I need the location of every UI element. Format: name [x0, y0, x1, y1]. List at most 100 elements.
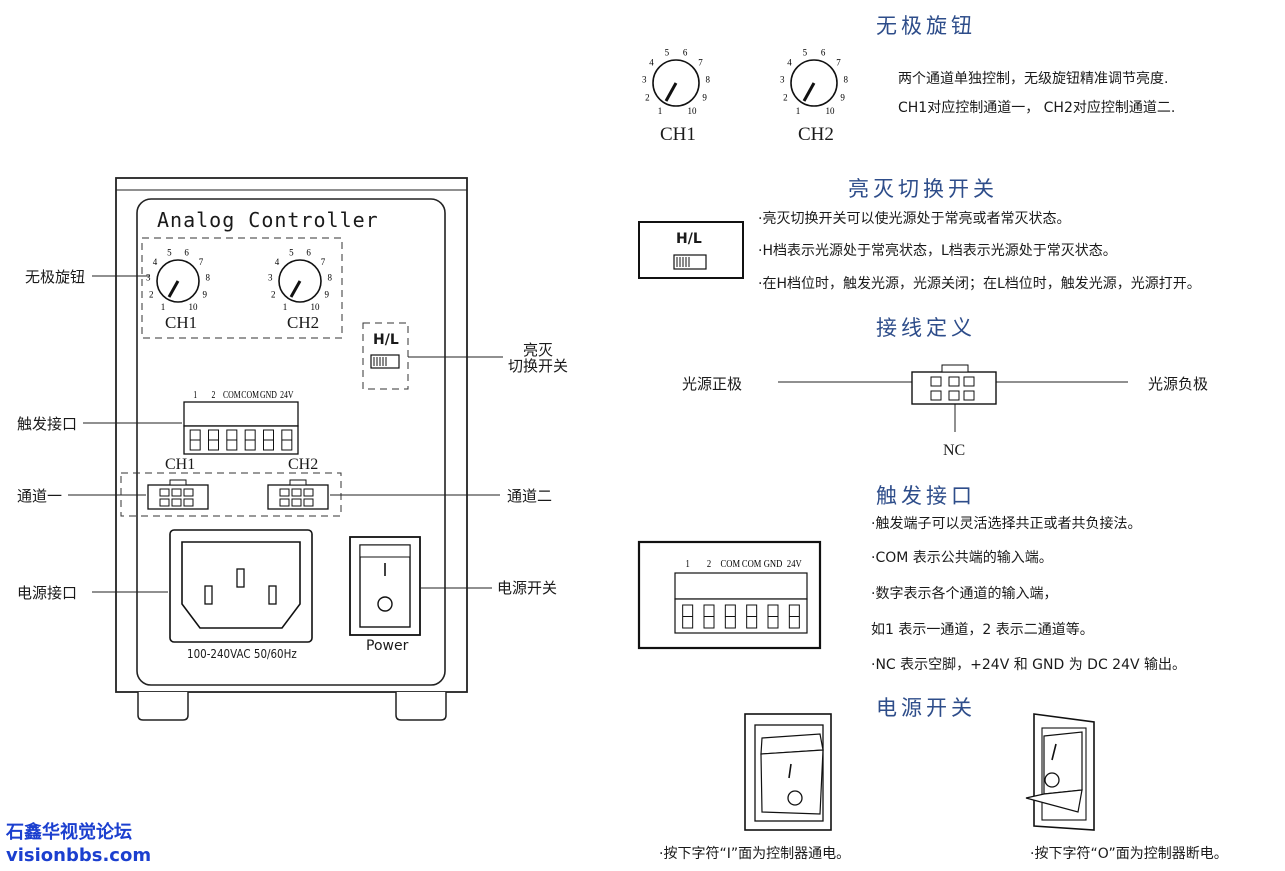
section-terminal-label-0: 1: [686, 558, 690, 570]
device-power-label: Power: [366, 638, 409, 654]
callout-power-port: 电源接口: [17, 584, 78, 602]
device-knob-ch1-tick-6: 6: [184, 247, 189, 257]
section-knob-ch2-tick-8: 8: [844, 74, 849, 84]
device-conn1-label: CH1: [165, 456, 196, 473]
rocker-switch-on: [744, 713, 832, 831]
section-toggle-switch-label: H/L: [676, 231, 702, 247]
section-toggle-title: 亮灭切换开关: [848, 177, 998, 201]
device-terminal-label-2: COM: [223, 389, 241, 400]
section-knob-ch2-tick-1: 1: [796, 106, 801, 116]
section-trigger-title: 触发接口: [876, 484, 976, 508]
device-knob-ch2-tick-9: 9: [325, 290, 330, 300]
device-knob-ch2-tick-4: 4: [275, 257, 280, 267]
device-knob-ch1-tick-8: 8: [206, 273, 211, 283]
section-knob-ch1-tick-6: 6: [683, 47, 688, 57]
wiring-positive-label: 光源正极: [682, 375, 743, 393]
wiring-nc-label: NC: [943, 442, 966, 459]
knob-zone: [141, 237, 343, 339]
device-knob-ch1-tick-5: 5: [167, 247, 172, 257]
section-knob-ch1-tick-2: 2: [645, 93, 650, 103]
section-terminal-label-2: COM: [721, 558, 741, 570]
device-knob-ch2[interactable]: [278, 259, 322, 303]
section-knob-ch1: CH1: [660, 124, 696, 145]
section-terminal-label-5: 24V: [787, 558, 803, 570]
callout-toggle-line1: 亮灭: [523, 341, 554, 359]
device-knob-ch2-tick-6: 6: [306, 247, 311, 257]
section-trigger-line1: ·触发端子可以灵活选择共正或者共负接法。: [871, 516, 1142, 532]
device-knob-ch2-tick-7: 7: [321, 257, 326, 267]
device-terminal-label-0: 1: [193, 389, 197, 400]
section-knob-ch1-tick-9: 9: [702, 93, 707, 103]
toggle-zone: [362, 322, 409, 390]
section-knob-ch2-tick-4: 4: [787, 58, 792, 68]
section-trigger-line5: ·NC 表示空脚，+24V 和 GND 为 DC 24V 输出。: [871, 657, 1187, 673]
callout-power-switch: 电源开关: [497, 579, 558, 597]
wiring-connector: [778, 364, 1128, 432]
section-knob-ch2-tick-10: 10: [826, 106, 836, 116]
wiring-negative-label: 光源负极: [1148, 375, 1209, 393]
power-caption-on: ·按下字符“I”面为控制器通电。: [659, 846, 851, 862]
section-trigger-line3: ·数字表示各个通道的输入端，: [871, 586, 1058, 602]
section-knob-ch2-tick-7: 7: [836, 58, 841, 68]
device-connector-ch2[interactable]: [267, 479, 329, 510]
section-knob-ch1-tick-3: 3: [642, 74, 647, 84]
device-knob-ch1-tick-4: 4: [153, 257, 158, 267]
device-knob-ch1-tick-7: 7: [199, 257, 204, 267]
device-knob-ch1-tick-3: 3: [146, 273, 151, 283]
device-toggle-switch[interactable]: [370, 354, 400, 369]
section-terminal-label-1: 2: [707, 558, 711, 570]
device-connector-ch1[interactable]: [147, 479, 209, 510]
section-knob-ch1-tick-1: 1: [658, 106, 663, 116]
callout-trigger: 触发接口: [17, 415, 78, 433]
section-knob-ch2: CH2: [798, 124, 834, 145]
section-wiring-title: 接线定义: [876, 316, 976, 340]
device-terminal-label-5: 24V: [280, 389, 294, 400]
device-knob-ch1-tick-10: 10: [189, 302, 199, 312]
device-knob-ch1-tick-9: 9: [203, 290, 208, 300]
section-knob-ch2-tick-6: 6: [821, 47, 826, 57]
section-toggle-line3: ·在H档位时，触发光源，光源关闭；在L档位时，触发光源，光源打开。: [758, 276, 1201, 292]
section-knob-line2: CH1对应控制通道一， CH2对应控制通道二.: [898, 100, 1176, 116]
section-knob-ch2-tick-3: 3: [780, 74, 785, 84]
section-knob-dial-ch2: [790, 59, 838, 107]
device-knob-ch2-tick-3: 3: [268, 273, 273, 283]
callout-lines: [68, 275, 503, 593]
callout-ch1: 通道一: [17, 487, 63, 505]
watermark-url: visionbbs.com: [6, 845, 152, 866]
device-power-switch[interactable]: [349, 536, 421, 636]
section-knob-ch1-tick-10: 10: [688, 106, 698, 116]
device-terminal-label-4: GND: [260, 389, 277, 400]
device-knob-ch2-tick-10: 10: [311, 302, 321, 312]
device-knob-ch2-tick-2: 2: [271, 290, 276, 300]
rocker-switch-off: [1025, 713, 1095, 831]
device-knob-ch1[interactable]: [156, 259, 200, 303]
section-terminal-label-4: GND: [764, 558, 783, 570]
power-caption-off: ·按下字符“O”面为控制器断电。: [1030, 846, 1228, 862]
section-trigger-line4: 如1 表示一通道，2 表示二通道等。: [871, 622, 1094, 638]
section-knob-ch1-tick-4: 4: [649, 58, 654, 68]
device-knob-ch1-tick-1: 1: [161, 302, 166, 312]
section-toggle-box: [638, 221, 744, 279]
section-knob-dial-ch1: [652, 59, 700, 107]
device-power-spec: 100-240VAC 50/60Hz: [187, 647, 297, 661]
device-knob-ch2-tick-5: 5: [289, 247, 294, 257]
section-knob-line1: 两个通道单独控制，无级旋钮精准调节亮度.: [898, 71, 1169, 87]
device-title: Analog Controller: [157, 208, 379, 232]
callout-ch2: 通道二: [507, 487, 553, 505]
section-knob-ch1-tick-7: 7: [698, 58, 703, 68]
callout-knob: 无极旋钮: [25, 268, 86, 286]
section-toggle-line1: ·亮灭切换开关可以使光源处于常亮或者常灭状态。: [758, 211, 1071, 227]
section-knob-ch2-tick-9: 9: [840, 93, 845, 103]
device-power-inlet[interactable]: [169, 529, 313, 643]
section-knob-ch2-tick-5: 5: [803, 47, 808, 57]
section-terminal-label-3: COM: [742, 558, 762, 570]
section-knob-ch1-tick-5: 5: [665, 47, 670, 57]
device-conn2-label: CH2: [288, 456, 319, 473]
section-knob-title: 无极旋钮: [876, 14, 976, 38]
device-terminal-label-3: COM: [241, 389, 259, 400]
device-knob-ch2-label: CH2: [287, 313, 320, 332]
